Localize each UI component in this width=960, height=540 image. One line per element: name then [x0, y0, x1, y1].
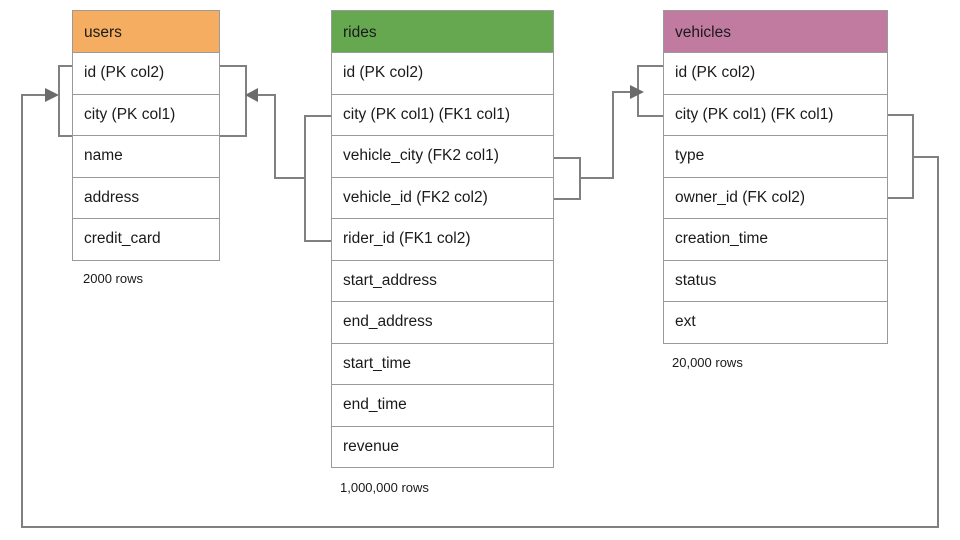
arrow-head-vehicles-left [630, 85, 644, 99]
entity-rides-field-vehicle-id: vehicle_id (FK2 col2) [331, 177, 554, 219]
entity-vehicles-field-owner-id: owner_id (FK col2) [663, 177, 888, 219]
entity-vehicles-field-id: id (PK col2) [663, 53, 888, 95]
relationship-rides-fk1-to-users [219, 65, 332, 242]
entity-users-field-city: city (PK col1) [72, 94, 220, 136]
entity-users-header: users [72, 10, 220, 53]
relationship-rides-fk2-to-vehicles [553, 65, 664, 200]
entity-vehicles-field-ext: ext [663, 302, 888, 344]
entity-vehicles-field-type: type [663, 136, 888, 178]
entity-rides-field-rider-id: rider_id (FK1 col2) [331, 219, 554, 261]
entity-vehicles-header: vehicles [663, 10, 888, 53]
entity-users-row-count: 2000 rows [83, 271, 143, 286]
entity-rides-field-revenue: revenue [331, 426, 554, 468]
entity-rides-field-city: city (PK col1) (FK1 col1) [331, 94, 554, 136]
entity-rides[interactable]: rides id (PK col2) city (PK col1) (FK1 c… [331, 10, 554, 468]
arrow-head-users-left [45, 88, 59, 102]
entity-rides-header: rides [331, 10, 554, 53]
rides-to-vehicles-link [579, 91, 631, 179]
entity-vehicles-field-city: city (PK col1) (FK col1) [663, 94, 888, 136]
entity-vehicles-field-creation-time: creation_time [663, 219, 888, 261]
entity-vehicles-field-status: status [663, 260, 888, 302]
arrow-head-users-right [245, 88, 258, 102]
entity-users-field-address: address [72, 177, 220, 219]
entity-users-field-name: name [72, 136, 220, 178]
entity-users-field-id: id (PK col2) [72, 53, 220, 95]
entity-rides-field-id: id (PK col2) [331, 53, 554, 95]
entity-users[interactable]: users id (PK col2) city (PK col1) name a… [72, 10, 220, 261]
rides-left-bracket [304, 115, 332, 242]
entity-users-field-credit-card: credit_card [72, 219, 220, 261]
rides-to-users-link [257, 94, 306, 179]
users-right-bracket [219, 65, 247, 137]
vehicles-left-bracket [637, 65, 664, 117]
entity-rides-field-end-address: end_address [331, 302, 554, 344]
entity-rides-field-start-address: start_address [331, 260, 554, 302]
entity-rides-field-start-time: start_time [331, 343, 554, 385]
entity-rides-row-count: 1,000,000 rows [340, 480, 429, 495]
rides-right-bracket [553, 157, 581, 200]
vehicles-right-bracket [887, 114, 914, 199]
entity-vehicles[interactable]: vehicles id (PK col2) city (PK col1) (FK… [663, 10, 888, 344]
entity-rides-field-vehicle-city: vehicle_city (FK2 col1) [331, 136, 554, 178]
entity-vehicles-row-count: 20,000 rows [672, 355, 743, 370]
entity-rides-field-end-time: end_time [331, 385, 554, 427]
users-left-bracket [58, 65, 73, 137]
